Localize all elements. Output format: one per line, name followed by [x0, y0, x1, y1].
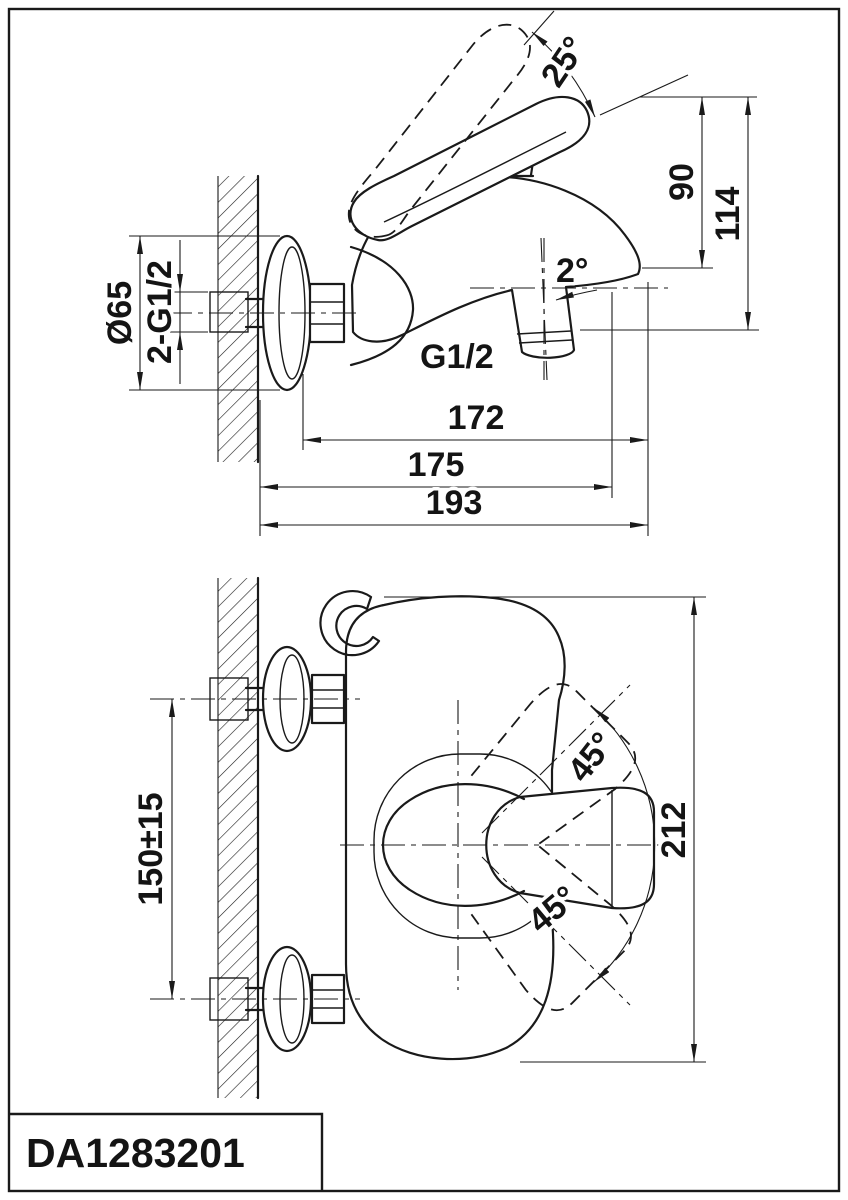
dim-text-90: 90: [663, 163, 701, 201]
dim-leader-2deg: [555, 289, 598, 301]
handle-side-accent: [383, 131, 567, 223]
shower-hook: [319, 590, 381, 657]
ext-bottom-dims: [259, 282, 649, 536]
handle-front-phantom-up: [470, 683, 637, 845]
faucet-side: [261, 23, 641, 392]
handle-side-raised-phantom: [348, 23, 531, 238]
nut-facets-upper: [312, 689, 344, 709]
title-block: DA1283201: [9, 1112, 324, 1191]
side-view: 25° 90 114 Ø65 2-G1/2 2° G1/2 172 175 19…: [98, 10, 759, 536]
dim-text-g12: G1/2: [420, 338, 494, 376]
faucet-front: [261, 590, 656, 1061]
wall-section-side: [209, 174, 266, 464]
dim-text-193: 193: [426, 484, 483, 522]
title-block-frame: [9, 1112, 324, 1191]
dim-text-150: 150±15: [132, 792, 170, 905]
inlet-pipes: [244, 686, 266, 1012]
dim-arc-45: [593, 707, 656, 983]
dim-text-dia65: Ø65: [101, 281, 139, 345]
sheet-border: [7, 7, 841, 1193]
dim-text-2g12: 2-G1/2: [141, 260, 179, 364]
handle-front-phantom-down: [470, 845, 632, 1012]
inlet-thread-section: [209, 291, 249, 333]
ext-dia65: [129, 235, 280, 391]
ext-2g12: [170, 291, 208, 333]
dim-text-212: 212: [655, 802, 693, 859]
dim-text-114: 114: [709, 186, 747, 241]
dim-text-175: 175: [408, 446, 465, 484]
dim-text-2deg: 2°: [556, 252, 589, 290]
outlet-axis-tilted: [540, 237, 548, 381]
part-number: DA1283201: [26, 1130, 245, 1176]
dim-text-45-upper: 45°: [561, 725, 623, 789]
dim-text-25: 25°: [534, 30, 594, 94]
dimensions-side: 25° 90 114 Ø65 2-G1/2 2° G1/2 172 175 19…: [98, 10, 759, 536]
nut-facets-side: [310, 301, 344, 325]
dim-arc-25: [531, 31, 596, 118]
wall-hatch: [218, 578, 258, 1098]
front-view: 45° 45° 150±15 212: [129, 576, 706, 1100]
dim-text-172: 172: [448, 399, 505, 437]
wall-section-front: [209, 576, 266, 1100]
wall-hatch: [218, 176, 258, 462]
centerlines-side: [168, 237, 668, 381]
angle-rays-25: [523, 10, 689, 116]
body-endcap: [349, 245, 415, 367]
inlet-pipe: [244, 297, 266, 329]
nut-facets-lower: [312, 989, 344, 1009]
